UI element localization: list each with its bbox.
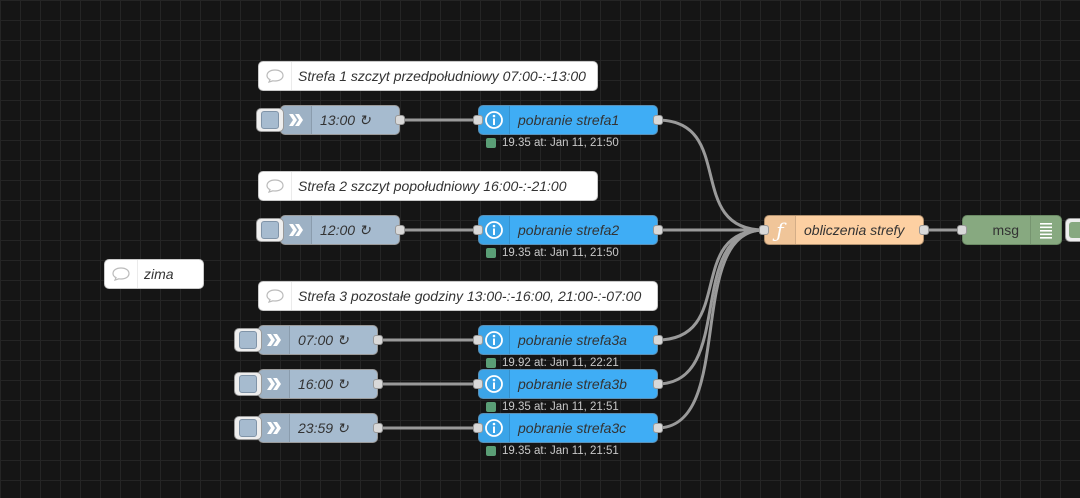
fetch-label: pobranie strefa3b: [518, 376, 627, 392]
comment-icon: [105, 260, 138, 288]
fetch-node-strefa3c[interactable]: pobranie strefa3c: [473, 413, 663, 443]
status-indicator: [486, 138, 496, 148]
fetch-label: pobranie strefa1: [518, 112, 620, 128]
fetch-label: pobranie strefa3c: [518, 420, 627, 436]
inject-node-1300[interactable]: 13:00 ↻: [256, 105, 405, 135]
node-status: 19.35 at: Jan 11, 21:51: [486, 445, 619, 457]
function-label: obliczenia strefy: [804, 222, 905, 238]
status-text: 19.35 at: Jan 11, 21:51: [502, 445, 619, 457]
comment-zima[interactable]: zima: [104, 259, 204, 289]
input-port[interactable]: [473, 335, 483, 345]
inject-label: 13:00 ↻: [320, 111, 371, 128]
arrow-in-icon: [281, 106, 312, 134]
fetch-node-strefa2[interactable]: pobranie strefa2: [473, 215, 663, 245]
comment-label: Strefa 3 pozostałe godziny 13:00-:-16:00…: [298, 288, 642, 304]
wire-fetch3b-func: [656, 228, 765, 386]
node-status: 19.35 at: Jan 11, 21:50: [486, 247, 619, 259]
inject-label: 23:59 ↻: [298, 419, 349, 436]
inject-trigger-button[interactable]: [234, 328, 262, 352]
output-port[interactable]: [653, 225, 663, 235]
output-port[interactable]: [373, 423, 383, 433]
fetch-node-strefa3a[interactable]: pobranie strefa3a: [473, 325, 663, 355]
input-port[interactable]: [473, 379, 483, 389]
node-status: 19.92 at: Jan 11, 22:21: [486, 357, 619, 369]
info-icon: [479, 106, 510, 134]
arrow-in-icon: [281, 216, 312, 244]
output-port[interactable]: [373, 379, 383, 389]
comment-strefa3[interactable]: Strefa 3 pozostałe godziny 13:00-:-16:00…: [258, 281, 658, 311]
debug-node-msg[interactable]: msg: [957, 215, 1080, 245]
comment-label: zima: [144, 266, 174, 282]
inject-node-0700[interactable]: 07:00 ↻: [234, 325, 383, 355]
comment-icon: [259, 62, 292, 90]
input-port[interactable]: [473, 423, 483, 433]
inject-label: 07:00 ↻: [298, 331, 349, 348]
output-port[interactable]: [919, 225, 929, 235]
output-port[interactable]: [653, 115, 663, 125]
debug-toggle-button[interactable]: [1065, 218, 1080, 242]
fetch-label: pobranie strefa2: [518, 222, 620, 238]
comment-icon: [259, 282, 292, 310]
inject-node-1600[interactable]: 16:00 ↻: [234, 369, 383, 399]
comment-strefa2[interactable]: Strefa 2 szczyt popołudniowy 16:00-:-21:…: [258, 171, 598, 201]
comment-label: Strefa 2 szczyt popołudniowy 16:00-:-21:…: [298, 178, 567, 194]
inject-trigger-button[interactable]: [234, 372, 262, 396]
output-port[interactable]: [653, 335, 663, 345]
arrow-in-icon: [259, 326, 290, 354]
arrow-in-icon: [259, 370, 290, 398]
function-node-obliczenia[interactable]: ƒ obliczenia strefy: [759, 215, 929, 245]
inject-trigger-button[interactable]: [256, 108, 284, 132]
fetch-label: pobranie strefa3a: [518, 332, 627, 348]
input-port[interactable]: [759, 225, 769, 235]
inject-label: 16:00 ↻: [298, 375, 349, 392]
status-text: 19.92 at: Jan 11, 22:21: [502, 357, 619, 369]
status-text: 19.35 at: Jan 11, 21:50: [502, 137, 619, 149]
function-icon: ƒ: [765, 216, 796, 244]
wire-fetch3c-func: [656, 228, 765, 430]
comment-icon: [259, 172, 292, 200]
input-port[interactable]: [957, 225, 967, 235]
fetch-node-strefa3b[interactable]: pobranie strefa3b: [473, 369, 663, 399]
inject-label: 12:00 ↻: [320, 221, 371, 238]
status-indicator: [486, 402, 496, 412]
node-status: 19.35 at: Jan 11, 21:50: [486, 137, 619, 149]
wire-fetch1-func: [656, 118, 765, 232]
status-indicator: [486, 446, 496, 456]
arrow-in-icon: [259, 414, 290, 442]
info-icon: [479, 414, 510, 442]
info-icon: [479, 216, 510, 244]
output-port[interactable]: [373, 335, 383, 345]
status-indicator: [486, 358, 496, 368]
fetch-node-strefa1[interactable]: pobranie strefa1: [473, 105, 663, 135]
info-icon: [479, 370, 510, 398]
output-port[interactable]: [653, 379, 663, 389]
inject-trigger-button[interactable]: [234, 416, 262, 440]
input-port[interactable]: [473, 225, 483, 235]
comment-strefa1[interactable]: Strefa 1 szczyt przedpołudniowy 07:00-:-…: [258, 61, 598, 91]
node-status: 19.35 at: Jan 11, 21:51: [486, 401, 619, 413]
status-text: 19.35 at: Jan 11, 21:50: [502, 247, 619, 259]
output-port[interactable]: [653, 423, 663, 433]
comment-label: Strefa 1 szczyt przedpołudniowy 07:00-:-…: [298, 68, 586, 84]
inject-trigger-button[interactable]: [256, 218, 284, 242]
output-port[interactable]: [395, 225, 405, 235]
debug-label: msg: [992, 222, 1019, 238]
wire-fetch3a-func: [656, 228, 765, 342]
status-indicator: [486, 248, 496, 258]
list-icon: [1030, 216, 1061, 244]
inject-node-2359[interactable]: 23:59 ↻: [234, 413, 383, 443]
input-port[interactable]: [473, 115, 483, 125]
inject-node-1200[interactable]: 12:00 ↻: [256, 215, 405, 245]
info-icon: [479, 326, 510, 354]
output-port[interactable]: [395, 115, 405, 125]
status-text: 19.35 at: Jan 11, 21:51: [502, 401, 619, 413]
